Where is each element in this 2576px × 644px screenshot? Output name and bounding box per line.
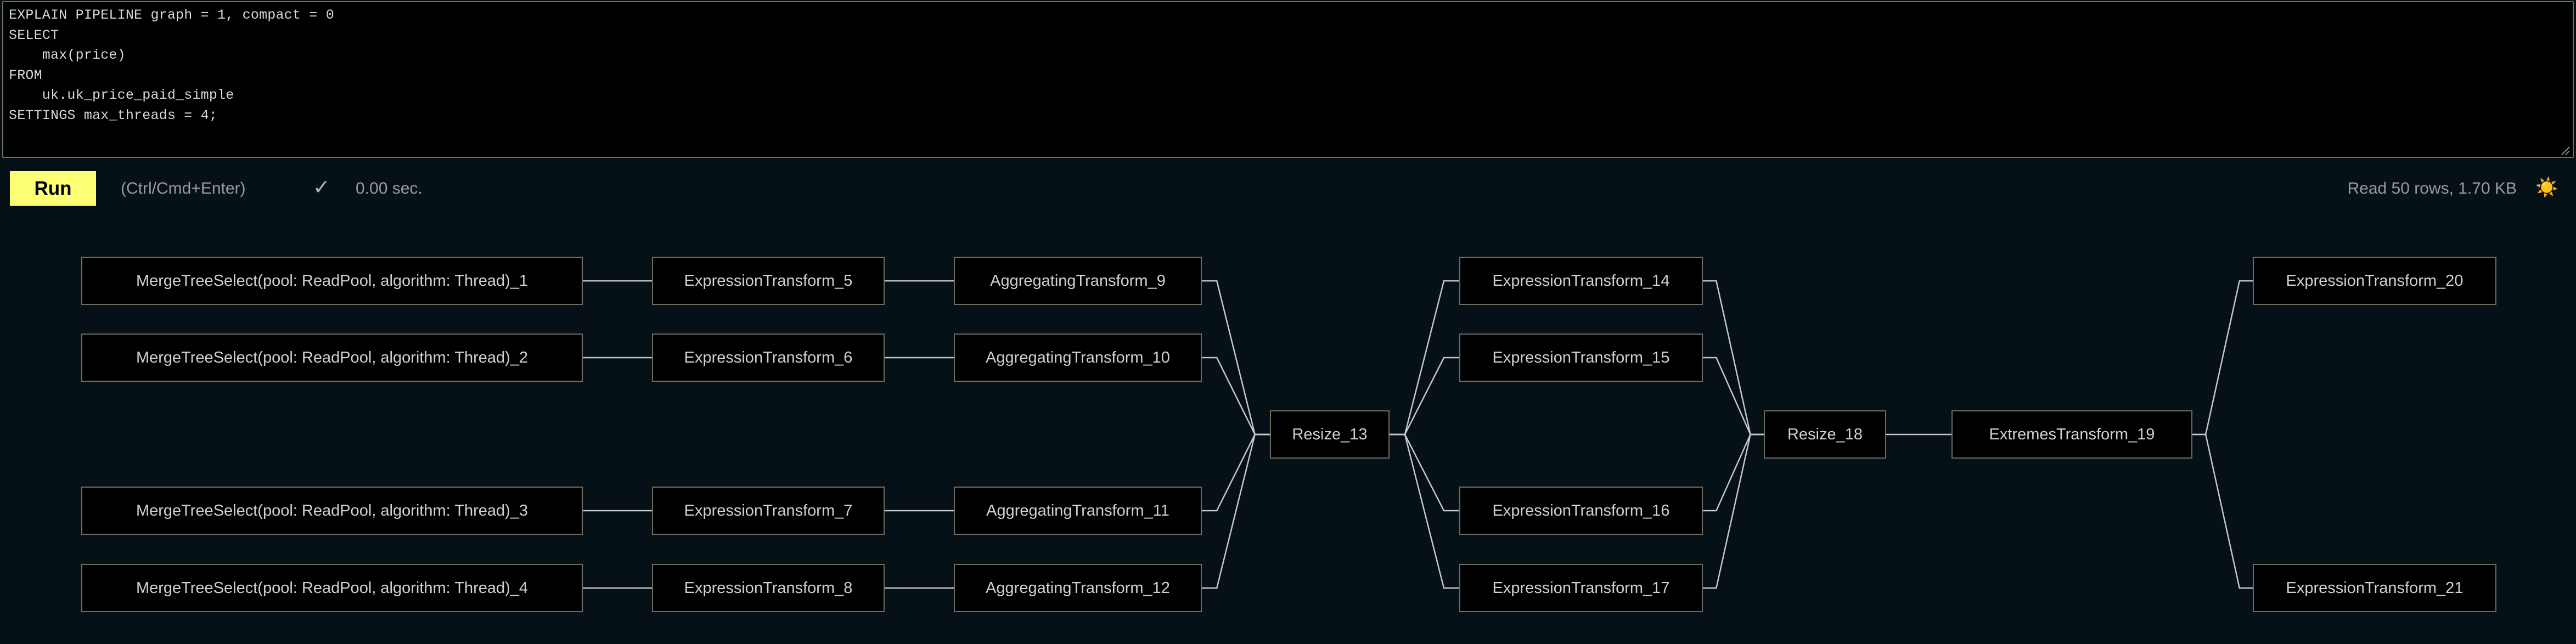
graph-node[interactable]: MergeTreeSelect(pool: ReadPool, algorith… (81, 257, 583, 305)
graph-node-label: ExpressionTransform_14 (1492, 272, 1670, 290)
graph-node[interactable]: MergeTreeSelect(pool: ReadPool, algorith… (81, 564, 583, 612)
graph-node-label: ExpressionTransform_21 (2286, 579, 2463, 597)
graph-node-label: ExpressionTransform_8 (684, 579, 853, 597)
graph-node[interactable]: ExpressionTransform_6 (652, 334, 885, 382)
graph-node[interactable]: AggregatingTransform_10 (954, 334, 1202, 382)
query-editor-container (2, 1, 2574, 159)
graph-edge (1703, 433, 1764, 512)
graph-node-label: ExpressionTransform_17 (1492, 579, 1670, 597)
graph-node-label: ExpressionTransform_6 (684, 348, 853, 366)
graph-node-label: MergeTreeSelect(pool: ReadPool, algorith… (136, 501, 528, 519)
graph-edge (1390, 433, 1459, 589)
graph-node[interactable]: AggregatingTransform_9 (954, 257, 1202, 305)
graph-edge (1390, 357, 1459, 436)
graph-node-label: ExpressionTransform_20 (2286, 272, 2463, 290)
graph-node-label: ExtremesTransform_19 (1989, 425, 2155, 443)
graph-node[interactable]: ExpressionTransform_16 (1459, 487, 1703, 535)
graph-node-label: Resize_13 (1292, 425, 1368, 443)
graph-node[interactable]: MergeTreeSelect(pool: ReadPool, algorith… (81, 487, 583, 535)
graph-node-label: ExpressionTransform_15 (1492, 348, 1670, 366)
graph-node[interactable]: ExpressionTransform_14 (1459, 257, 1703, 305)
graph-node[interactable]: ExpressionTransform_21 (2253, 564, 2496, 612)
query-toolbar: Run (Ctrl/Cmd+Enter) ✓ 0.00 sec. Read 50… (0, 165, 2576, 214)
graph-node[interactable]: AggregatingTransform_11 (954, 487, 1202, 535)
graph-node-label: Resize_18 (1787, 425, 1863, 443)
pipeline-graph: MergeTreeSelect(pool: ReadPool, algorith… (0, 214, 2576, 644)
graph-node[interactable]: ExtremesTransform_19 (1951, 410, 2192, 459)
graph-edge (1202, 357, 1270, 436)
query-input[interactable] (2, 1, 2574, 158)
graph-node-label: ExpressionTransform_5 (684, 272, 853, 290)
graph-edge (1703, 433, 1764, 589)
graph-edge (1202, 433, 1270, 512)
success-check-icon: ✓ (313, 176, 330, 199)
graph-node-label: ExpressionTransform_16 (1492, 501, 1670, 519)
graph-node[interactable]: ExpressionTransform_15 (1459, 334, 1703, 382)
graph-node-label: AggregatingTransform_11 (986, 501, 1169, 519)
graph-edge (1390, 433, 1459, 512)
graph-edge (2192, 433, 2253, 589)
sun-icon[interactable]: ☀️ (2535, 177, 2558, 198)
graph-node[interactable]: ExpressionTransform_17 (1459, 564, 1703, 612)
graph-node[interactable]: ExpressionTransform_7 (652, 487, 885, 535)
read-stats-label: Read 50 rows, 1.70 KB (2347, 179, 2517, 197)
run-button[interactable]: Run (10, 171, 96, 206)
graph-node-label: AggregatingTransform_9 (990, 272, 1166, 290)
graph-edge (1202, 433, 1270, 589)
graph-node-label: MergeTreeSelect(pool: ReadPool, algorith… (136, 579, 528, 597)
graph-node-label: AggregatingTransform_12 (986, 579, 1170, 597)
graph-node-label: MergeTreeSelect(pool: ReadPool, algorith… (136, 348, 528, 366)
graph-edge (2192, 280, 2253, 436)
elapsed-time-label: 0.00 sec. (356, 179, 423, 197)
graph-node-label: MergeTreeSelect(pool: ReadPool, algorith… (136, 272, 528, 290)
graph-node-label: AggregatingTransform_10 (986, 348, 1170, 366)
graph-node-label: ExpressionTransform_7 (684, 501, 853, 519)
graph-node[interactable]: ExpressionTransform_5 (652, 257, 885, 305)
graph-edges (583, 280, 2253, 589)
graph-edge (1703, 357, 1764, 436)
graph-node[interactable]: MergeTreeSelect(pool: ReadPool, algorith… (81, 334, 583, 382)
graph-node[interactable]: AggregatingTransform_12 (954, 564, 1202, 612)
shortcut-hint-label: (Ctrl/Cmd+Enter) (121, 179, 246, 197)
graph-node[interactable]: ExpressionTransform_20 (2253, 257, 2496, 305)
graph-node[interactable]: ExpressionTransform_8 (652, 564, 885, 612)
graph-node[interactable]: Resize_13 (1270, 410, 1390, 459)
graph-node[interactable]: Resize_18 (1764, 410, 1886, 459)
